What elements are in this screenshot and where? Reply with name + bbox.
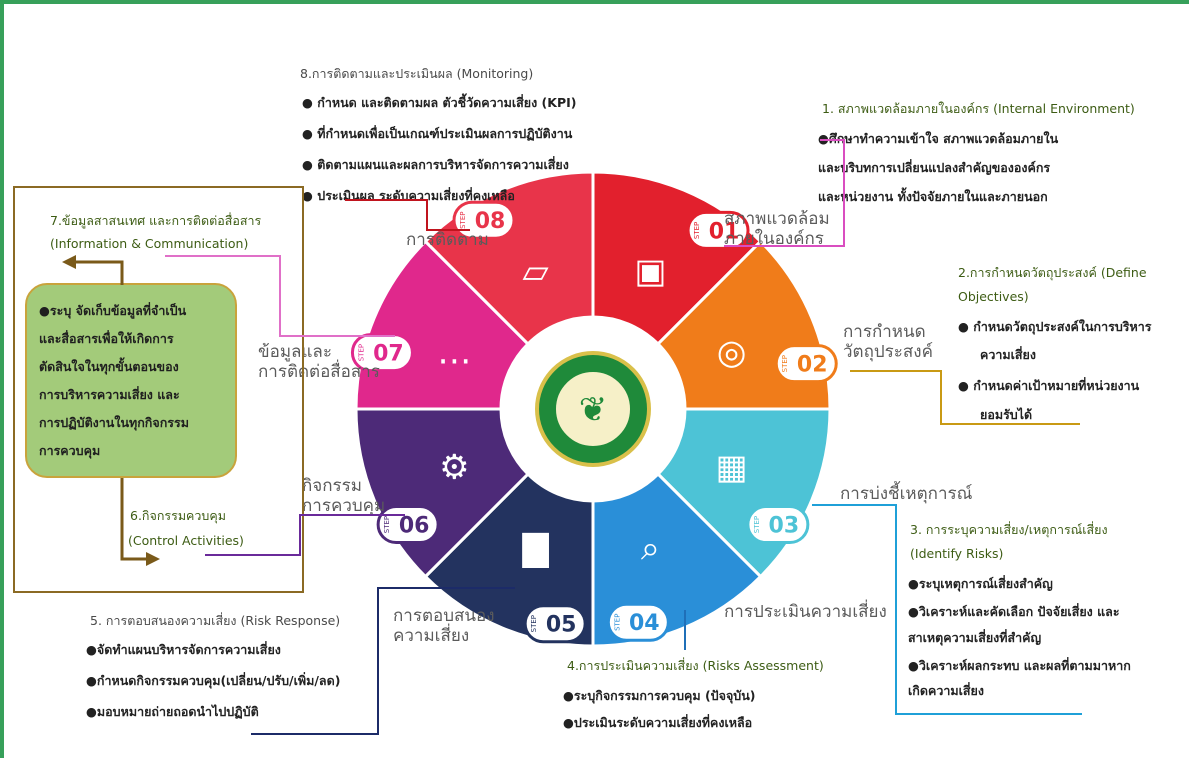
- step-badge-word-07: STEP: [357, 344, 365, 361]
- section-2-title-2: Objectives): [958, 289, 1029, 304]
- step-08-label: การติดตาม: [406, 230, 489, 250]
- step-badge-06: STEP 06: [376, 505, 440, 545]
- step-badge-number-03: 03: [769, 514, 800, 539]
- step-07-label: ข้อมูลและการติดต่อสื่อสาร: [258, 342, 380, 382]
- section-7-line-6: การควบคุม: [39, 443, 101, 458]
- section-4-title: 4.การประเมินความเสี่ยง (Risks Assessment…: [567, 658, 824, 673]
- section-4-line-2: ●ประเมินระดับความเสี่ยงที่คงเหลือ: [563, 715, 753, 730]
- step-badge-number-05: 05: [546, 613, 577, 638]
- step-badge-word-03: STEP: [753, 516, 761, 533]
- step-06-label: กิจกรรมการควบคุม: [302, 476, 386, 516]
- step-badge-word-08: STEP: [459, 212, 467, 229]
- search-document-icon: ⌕: [641, 529, 660, 569]
- calendar-icon: ▦: [716, 447, 748, 487]
- section-5-line-3: ●มอบหมายถ่ายถอดนำไปปฏิบัติ: [86, 704, 259, 719]
- section-8-title: 8.การติดตามและประเมินผล (Monitoring): [300, 66, 534, 81]
- step-03-label: การบ่งชี้เหตุการณ์: [840, 484, 973, 504]
- section-2-line-3: ● กำหนดค่าเป้าหมายที่หน่วยงาน: [958, 378, 1140, 393]
- section-8-line-2: ● ที่กำหนดเพื่อเป็นเกณฑ์ประเมินผลการปฏิบ…: [302, 126, 573, 141]
- step-badge-number-06: 06: [399, 514, 430, 539]
- section-3-title-2: (Identify Risks): [910, 546, 1004, 561]
- logo-inner: [554, 370, 632, 448]
- section-5-line-1: ●จัดทำแผนบริหารจัดการความเสี่ยง: [86, 642, 281, 657]
- bar-chart-icon: ▇: [522, 529, 550, 569]
- step-02-label: การกำหนดวัตถุประสงค์: [843, 322, 933, 362]
- section-4-line-1: ●ระบุกิจกรรมการควบคุม (ปัจจุบัน): [563, 688, 756, 703]
- step-badge-number-02: 02: [797, 353, 828, 378]
- target-icon: ◎: [717, 333, 747, 373]
- section-7-title: 7.ข้อมูลสาสนเทศ และการติดต่อสื่อสาร: [50, 213, 262, 228]
- section-1-line-3: และหน่วยงาน ทั้งปัจจัยภายในและภายนอก: [818, 189, 1048, 204]
- section-7-title-2: (Information & Communication): [50, 236, 249, 251]
- section-8-line-4: ● ประเมินผล ระดับความเสี่ยงที่คงเหลือ: [302, 188, 515, 203]
- section-1-line-1: ●ศึกษาทำความเข้าใจ สภาพแวดล้อมภายใน: [818, 131, 1059, 146]
- step-badge-number-08: 08: [475, 209, 506, 234]
- section-2-line-2: ความเสี่ยง: [980, 347, 1036, 362]
- step-badge-04: STEP 04: [606, 602, 670, 642]
- section-7-line-5: การปฏิบัติงานในทุกกิจกรรม: [39, 415, 189, 430]
- section-1-line-2: และบริบทการเปลี่ยนแปลงสำคัญขององค์กร: [818, 160, 1051, 175]
- section-5-line-2: ●กำหนดกิจกรรมควบคุม(เปลี่ยน/ปรับ/เพิ่ม/ล…: [86, 673, 341, 688]
- section-2-line-4: ยอมรับได้: [980, 407, 1033, 422]
- step-badge-number-07: 07: [373, 342, 404, 367]
- section-3-line-4: ●วิเคราะห์ผลกระทบ และผลที่ตามมาหาก: [908, 658, 1131, 673]
- step-badge-02: STEP 02: [774, 344, 838, 384]
- section-5-title: 5. การตอบสนองความเสี่ยง (Risk Response): [90, 613, 341, 628]
- section-8-line-3: ● ติดตามแผนและผลการบริหารจัดการความเสี่ย…: [302, 157, 569, 172]
- step-badge-word-04: STEP: [613, 614, 621, 631]
- section-7-line-2: และสื่อสารเพื่อให้เกิดการ: [39, 331, 174, 346]
- gears-icon: ⚙: [439, 447, 469, 487]
- section-2-title: 2.การกำหนดวัตถุประสงค์ (Define: [958, 265, 1147, 280]
- section-7-line-4: การบริหารความเสี่ยง และ: [39, 387, 180, 402]
- section-7-line-1: ●ระบุ จัดเก็บข้อมูลที่จำเป็น: [39, 303, 187, 318]
- section-8-line-1: ● กำหนด และติดตามผล ตัวชี้วัดความเสี่ยง …: [302, 95, 577, 110]
- step-badge-word-06: STEP: [383, 516, 391, 533]
- section-3-line-5: เกิดความเสี่ยง: [908, 683, 984, 698]
- section-7-line-3: ตัดสินใจในทุกขั้นตอนของ: [39, 359, 179, 374]
- step-badge-number-04: 04: [629, 611, 660, 636]
- section-1-title: 1. สภาพแวดล้อมภายในองค์กร (Internal Envi…: [822, 101, 1135, 116]
- section-7-6-frame: [13, 186, 304, 593]
- section-2-line-1: ● กำหนดวัตถุประสงค์ในการบริหาร: [958, 319, 1152, 334]
- section-6-title-2: (Control Activities): [128, 533, 244, 548]
- step-badge-word-02: STEP: [781, 355, 789, 372]
- section-7-box: ●ระบุ จัดเก็บข้อมูลที่จำเป็น และสื่อสารเ…: [25, 283, 237, 478]
- step-badge-word-05: STEP: [530, 615, 538, 632]
- folder-icon: ▱: [523, 251, 550, 291]
- step-badge-07: STEP 07: [350, 333, 414, 373]
- document-presentation-icon: ▣: [634, 251, 666, 291]
- logo-emblem-icon: ❦: [579, 390, 608, 430]
- step-05-label: การตอบสนองความเสี่ยง: [393, 606, 495, 646]
- step-04-label: การประเมินความเสี่ยง: [724, 602, 887, 622]
- section-3-title: 3. การระบุความเสี่ยง/เหตุการณ์เสี่ยง: [910, 522, 1108, 537]
- section-3-line-3: สาเหตุความเสี่ยงที่สำคัญ: [908, 630, 1042, 645]
- section-3-line-2: ●วิเคราะห์และคัดเลือก ปัจจัยเสี่ยง และ: [908, 604, 1120, 619]
- step-badge-05: STEP 05: [523, 604, 587, 644]
- step-badge-03: STEP 03: [746, 505, 810, 545]
- section-3-line-1: ●ระบุเหตุการณ์เสี่ยงสำคัญ: [908, 576, 1053, 591]
- step-badge-word-01: STEP: [693, 222, 701, 239]
- section-6-title: 6.กิจกรรมควบคุม: [130, 508, 226, 523]
- step-01-label: สภาพแวดล้อมภายในองค์กร: [724, 209, 830, 249]
- chat-icon: …: [437, 333, 471, 373]
